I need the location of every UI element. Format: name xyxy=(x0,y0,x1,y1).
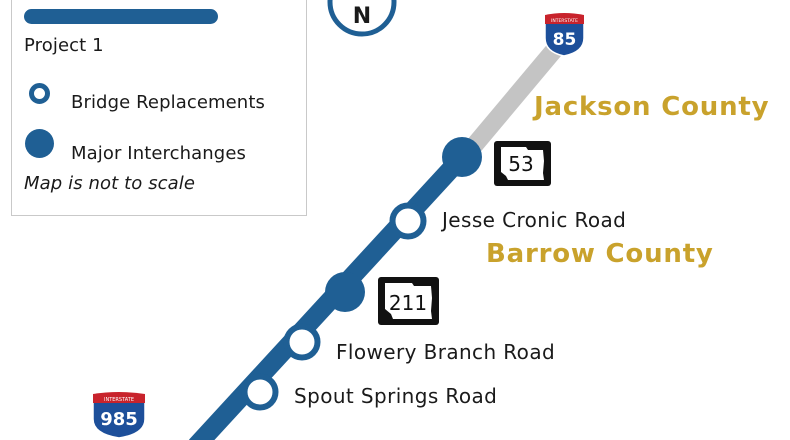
sr53-number: 53 xyxy=(508,152,533,176)
sr211-number: 211 xyxy=(389,291,427,315)
label-barrow-county: Barrow County xyxy=(486,239,714,269)
legend-interchange-dot-icon xyxy=(25,129,54,158)
sr211-shield-icon: 211 xyxy=(378,277,439,325)
interstate-985-shield-icon: INTERSTATE 985 xyxy=(92,391,146,439)
legend-interchange-label: Major Interchanges xyxy=(71,143,246,164)
label-spout-springs-road: Spout Springs Road xyxy=(294,384,498,408)
interchange-sr53-marker[interactable] xyxy=(442,137,482,177)
interchange-sr211-marker[interactable] xyxy=(325,272,365,312)
bridge-jesse-cronic-marker[interactable] xyxy=(389,202,427,240)
i85-top-text: INTERSTATE xyxy=(551,18,578,24)
sr53-shield-icon: 53 xyxy=(494,141,551,186)
north-letter: N xyxy=(353,4,371,29)
bridge-flowery-branch-marker[interactable] xyxy=(283,323,321,361)
i85-number: 85 xyxy=(553,30,577,50)
legend-bridge-ring-icon xyxy=(29,83,50,104)
i985-number: 985 xyxy=(100,409,138,430)
label-flowery-branch-road: Flowery Branch Road xyxy=(336,340,556,364)
map-legend: Project 1 Bridge Replacements Major Inte… xyxy=(11,0,307,216)
highway-segment-north xyxy=(453,27,575,169)
interstate-85-shield-icon: INTERSTATE 85 xyxy=(544,12,585,57)
legend-bridge-label: Bridge Replacements xyxy=(71,92,265,113)
north-arrow-icon: N xyxy=(327,0,397,37)
legend-scale-note: Map is not to scale xyxy=(24,173,196,194)
legend-project-line-swatch xyxy=(24,9,218,24)
label-jesse-cronic-road: Jesse Cronic Road xyxy=(442,208,627,232)
label-jackson-county: Jackson County xyxy=(534,92,770,122)
legend-project-label: Project 1 xyxy=(24,35,104,56)
bridge-spout-springs-marker[interactable] xyxy=(241,373,279,411)
i985-top-text: INTERSTATE xyxy=(104,397,134,403)
